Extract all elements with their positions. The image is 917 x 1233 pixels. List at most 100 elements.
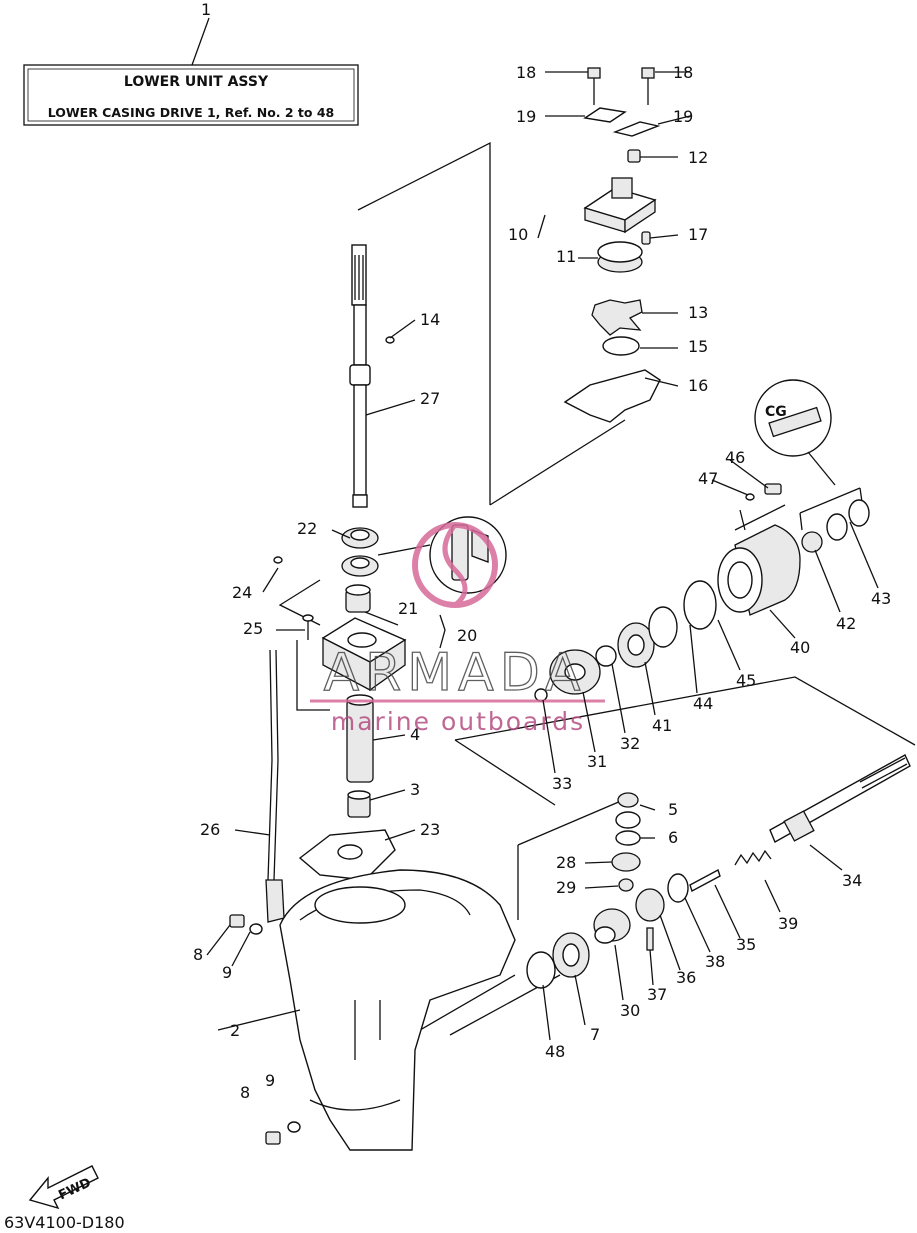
callout-leaders	[206, 71, 879, 1041]
leader-line	[537, 214, 546, 239]
callout-43: 43	[871, 589, 891, 608]
callout-42: 42	[836, 614, 856, 633]
leader-line	[331, 529, 351, 539]
callout-16: 16	[688, 376, 708, 395]
leader-line	[644, 377, 679, 387]
callout-24: 24	[232, 583, 252, 602]
callout-8: 8	[193, 945, 203, 964]
drive-shaft	[349, 244, 395, 508]
callout-18: 18	[516, 63, 536, 82]
leader-line	[849, 521, 879, 589]
leader-line	[217, 1009, 301, 1031]
water-pump	[583, 67, 661, 273]
callout-7: 7	[590, 1025, 600, 1044]
callout-36: 36	[676, 968, 696, 987]
callout-22: 22	[297, 519, 317, 538]
callout-29: 29	[556, 878, 576, 897]
drain-plugs	[229, 914, 301, 1145]
callout-10: 10	[508, 225, 528, 244]
callout-15: 15	[688, 337, 708, 356]
callout-47: 47	[698, 469, 718, 488]
leader-line	[234, 829, 271, 836]
callout-17: 17	[688, 225, 708, 244]
leader-line	[717, 619, 741, 671]
callout-8: 8	[240, 1083, 250, 1102]
leader-line	[729, 459, 769, 489]
callout-13: 13	[688, 303, 708, 322]
leader-line	[689, 624, 698, 694]
leader-line	[542, 984, 551, 1041]
callout-3: 3	[410, 780, 420, 799]
leader-line	[584, 861, 613, 864]
gasket-23	[298, 829, 396, 881]
callout-9: 9	[265, 1071, 275, 1090]
callout-39: 39	[778, 914, 798, 933]
callout-5: 5	[668, 800, 678, 819]
bearings-22	[341, 527, 379, 613]
watermark-tagline: marine outboards	[331, 707, 585, 736]
callout-14: 14	[420, 310, 440, 329]
leader-line	[364, 611, 399, 626]
lower-casing-2	[279, 869, 516, 1151]
leader-line	[582, 691, 596, 753]
callout-46: 46	[725, 448, 745, 467]
callout-45: 45	[736, 671, 756, 690]
leader-line	[684, 897, 711, 953]
leader-line	[389, 319, 416, 339]
leader-line	[649, 949, 654, 986]
leader-line	[814, 549, 841, 613]
leader-line	[542, 699, 556, 774]
fwd-arrow-icon: FWD	[28, 1165, 99, 1210]
leader-line	[711, 479, 749, 496]
callout-2: 2	[230, 1021, 240, 1040]
callout-31: 31	[587, 752, 607, 771]
callout-1: 1	[201, 0, 211, 19]
shaft-housing-40	[717, 483, 870, 616]
detail-circle-grease: CG	[754, 379, 836, 486]
callout-28: 28	[556, 853, 576, 872]
leader-line	[372, 734, 406, 741]
grease-symbol: CG	[765, 404, 787, 420]
callout-40: 40	[790, 638, 810, 657]
callout-6: 6	[668, 828, 678, 847]
leader-line	[614, 944, 624, 1001]
callout-33: 33	[552, 774, 572, 793]
leader-line	[639, 804, 656, 811]
callout-11: 11	[556, 247, 576, 266]
propeller-shaft-34	[689, 754, 911, 893]
bearing-housing-20	[273, 556, 407, 692]
callout-19: 19	[516, 107, 536, 126]
leader-line	[365, 399, 416, 416]
watermark: ARMADA marine outboards	[310, 522, 605, 736]
leader-line	[764, 879, 781, 913]
callout-27: 27	[420, 389, 440, 408]
leader-line	[657, 115, 691, 125]
callout-34: 34	[842, 871, 862, 890]
callout-32: 32	[620, 734, 640, 753]
callout-21: 21	[398, 599, 418, 618]
callout-4: 4	[410, 725, 420, 744]
callout-20: 20	[457, 626, 477, 645]
callout-37: 37	[647, 985, 667, 1004]
leader-line	[714, 884, 741, 939]
leader-line	[659, 914, 681, 971]
leader-line	[574, 974, 586, 1026]
callout-19: 19	[673, 107, 693, 126]
leader-line	[649, 234, 679, 239]
callout-23: 23	[420, 820, 440, 839]
leader-line	[262, 567, 279, 593]
callout-38: 38	[705, 952, 725, 971]
leader-line	[384, 829, 416, 841]
title-box-title: LOWER UNIT ASSY	[124, 74, 269, 90]
leader-line	[369, 789, 406, 801]
impeller-13	[563, 299, 661, 423]
leader-line	[231, 931, 251, 967]
gear-train	[526, 580, 717, 989]
sleeve-4	[346, 694, 374, 818]
callout-12: 12	[688, 148, 708, 167]
callout-35: 35	[736, 935, 756, 954]
title-box-subtitle: LOWER CASING DRIVE 1, Ref. No. 2 to 48	[48, 105, 335, 120]
callout-18: 18	[673, 63, 693, 82]
